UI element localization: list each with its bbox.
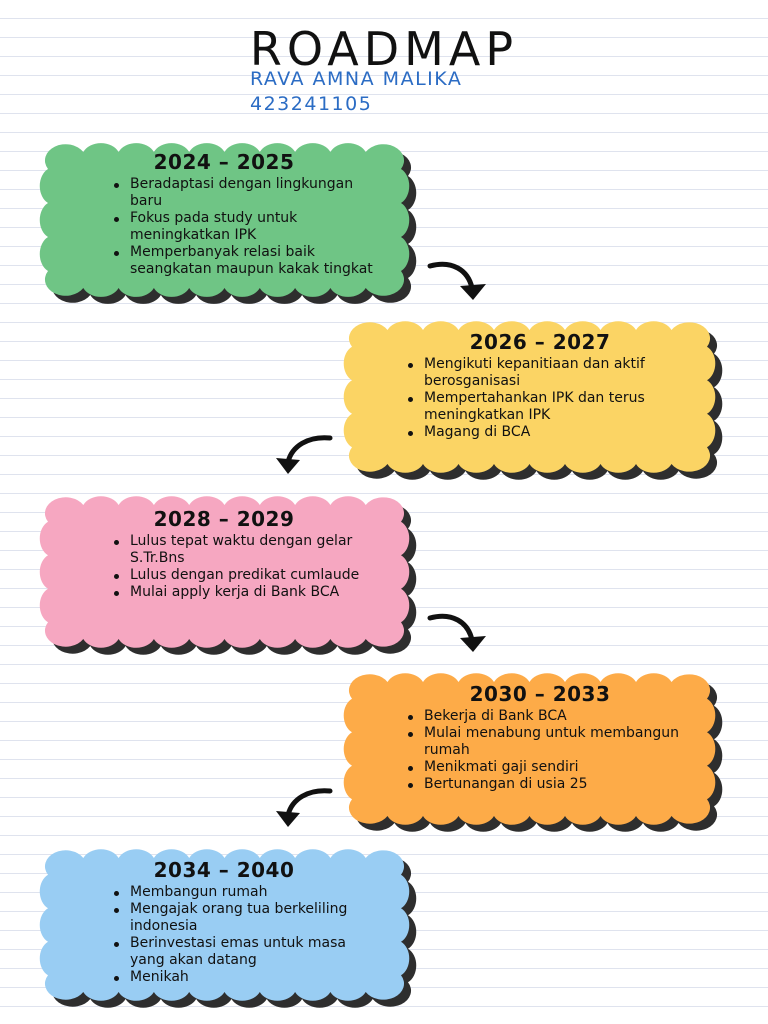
list-item: Mengajak orang tua berkeliling indonesia <box>108 901 378 935</box>
card-fill <box>39 849 410 1001</box>
curved-arrow-left-icon <box>276 788 333 827</box>
card-fill <box>39 496 410 648</box>
author-name: RAVA AMNA MALIKA <box>250 68 463 90</box>
list-item: Fokus pada study untuk meningkatkan IPK <box>108 210 378 244</box>
roadmap-card-2028-2029: 2028 – 2029 Lulus tepat waktu dengan gel… <box>38 495 418 655</box>
list-item: Lulus tepat waktu dengan gelar S.Tr.Bns <box>108 533 378 567</box>
author-id-number: 423241105 <box>250 93 373 115</box>
list-item: Lulus dengan predikat cumlaude <box>108 567 378 584</box>
curved-arrow-right-icon <box>427 261 486 300</box>
card-fill <box>39 143 410 297</box>
period-years: 2026 – 2027 <box>469 330 611 354</box>
list-item: Magang di BCA <box>402 424 688 441</box>
curved-arrow-left-icon <box>276 435 333 474</box>
list-item: Bekerja di Bank BCA <box>402 708 688 725</box>
list-item: Mengikuti kepanitiaan dan aktif berosgan… <box>402 356 688 390</box>
page-title: ROADMAP <box>249 22 519 76</box>
list-item: Membangun rumah <box>108 884 378 901</box>
list-item: Memperbanyak relasi baik seangkatan maup… <box>108 244 378 278</box>
list-item: Mulai apply kerja di Bank BCA <box>108 584 378 601</box>
card-fill <box>343 673 716 825</box>
cloud-shape <box>343 673 723 832</box>
roadmap-card-2026-2027: 2026 – 2027 Mengikuti kepanitiaan dan ak… <box>342 320 724 480</box>
cloud-shape <box>39 496 417 655</box>
period-years: 2024 – 2025 <box>153 150 295 174</box>
roadmap-card-2034-2040: 2034 – 2040 Membangun rumah Mengajak ora… <box>38 848 418 1008</box>
period-list: Bekerja di Bank BCA Mulai menabung untuk… <box>402 708 688 793</box>
list-item: Berinvestasi emas untuk masa yang akan d… <box>108 935 378 969</box>
period-list: Lulus tepat waktu dengan gelar S.Tr.Bns … <box>108 533 378 601</box>
period-list: Membangun rumah Mengajak orang tua berke… <box>108 884 378 986</box>
cloud-shape <box>39 143 417 304</box>
cloud-shape <box>39 849 417 1008</box>
roadmap-card-2030-2033: 2030 – 2033 Bekerja di Bank BCA Mulai me… <box>342 672 724 832</box>
list-item: Bertunangan di usia 25 <box>402 776 688 793</box>
curved-arrow-right-icon <box>427 613 486 652</box>
list-item: Mempertahankan IPK dan terus meningkatka… <box>402 390 688 424</box>
cloud-shape <box>343 321 723 480</box>
list-item: Menikah <box>108 969 378 986</box>
list-item: Beradaptasi dengan lingkungan baru <box>108 176 378 210</box>
roadmap-card-2024-2025: 2024 – 2025 Beradaptasi dengan lingkunga… <box>38 142 418 304</box>
list-item: Menikmati gaji sendiri <box>402 759 688 776</box>
period-years: 2030 – 2033 <box>469 682 611 706</box>
period-list: Beradaptasi dengan lingkungan baru Fokus… <box>108 176 378 278</box>
list-item: Mulai menabung untuk membangun rumah <box>402 725 688 759</box>
period-years: 2034 – 2040 <box>153 858 295 882</box>
period-list: Mengikuti kepanitiaan dan aktif berosgan… <box>402 356 688 441</box>
period-years: 2028 – 2029 <box>153 507 295 531</box>
card-fill <box>343 321 716 473</box>
